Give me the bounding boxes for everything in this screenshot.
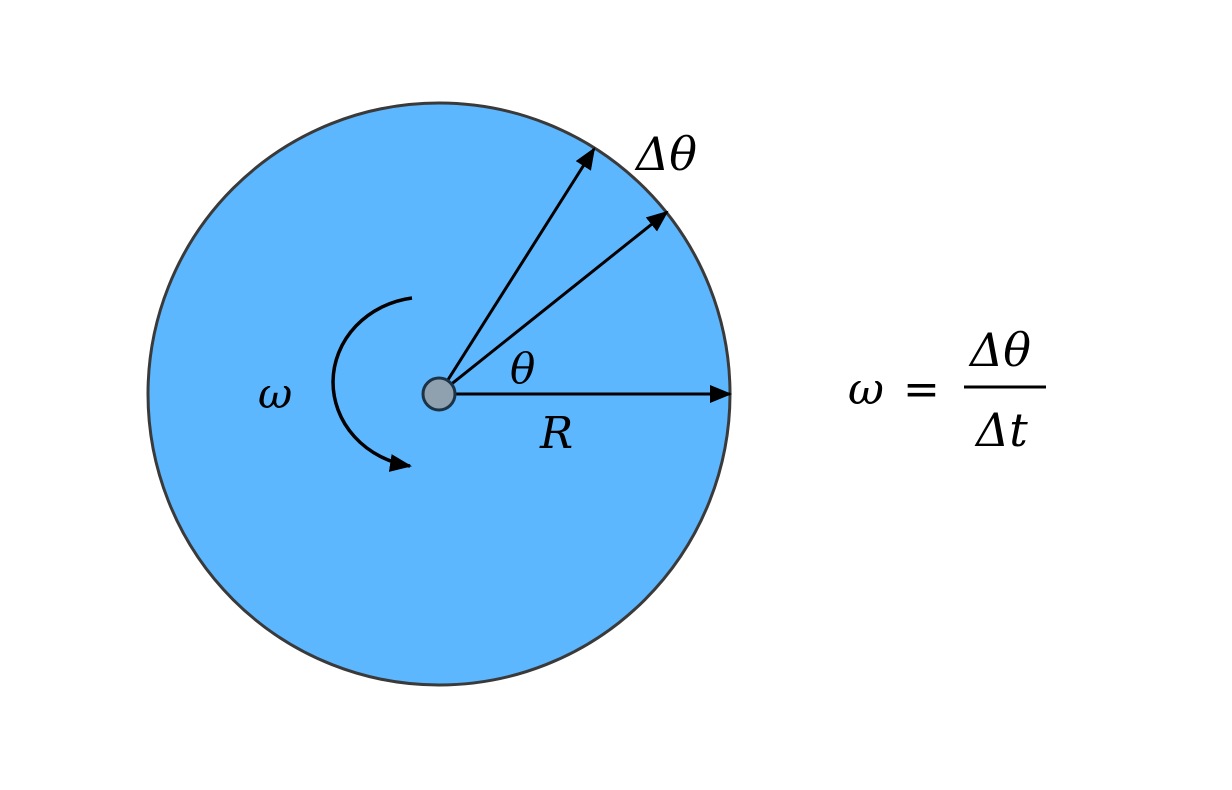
radius-label: R [539, 408, 573, 459]
equation-equals: = [903, 364, 940, 415]
equation-denominator: Δt [974, 403, 1028, 457]
theta-label: θ [510, 344, 535, 393]
omega-label: ω [258, 369, 292, 418]
rotation-direction-arrow [331, 296, 413, 472]
delta-theta-label: Δθ [634, 127, 697, 181]
radius-arrow-theta [438, 210, 669, 396]
equation-numerator: Δθ [968, 323, 1031, 377]
angular-velocity-equation: ω = Δθ Δt [848, 323, 1046, 457]
radius-arrow-delta-theta [437, 147, 596, 395]
equation-lhs: ω [848, 364, 884, 415]
center-hub [421, 376, 457, 412]
